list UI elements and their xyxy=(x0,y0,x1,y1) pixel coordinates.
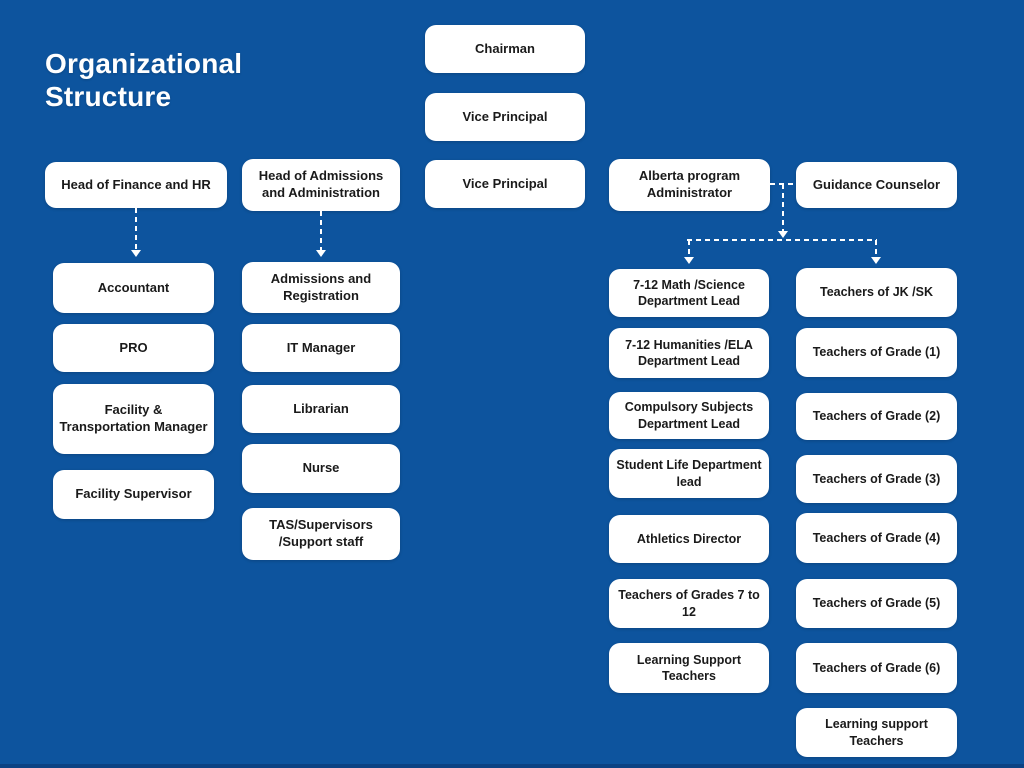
connector-admissions-vline xyxy=(320,211,322,250)
arrow-split-left-icon xyxy=(684,257,694,264)
bottom-edge-strip xyxy=(0,764,1024,768)
node-learning-support-teachers-elementary: Learning support Teachers xyxy=(796,708,957,757)
node-facility-supervisor: Facility Supervisor xyxy=(53,470,214,519)
node-learning-support-teachers-secondary: Learning Support Teachers xyxy=(609,643,769,693)
node-teachers-grade-1: Teachers of Grade (1) xyxy=(796,328,957,377)
node-pro: PRO xyxy=(53,324,214,372)
page-title-line2: Structure xyxy=(45,80,172,112)
arrow-admissions-icon xyxy=(316,250,326,257)
node-facility-transportation-manager: Facility & Transportation Manager xyxy=(53,384,214,454)
node-teachers-grade-3: Teachers of Grade (3) xyxy=(796,455,957,503)
node-math-science-department-lead: 7-12 Math /Science Department Lead xyxy=(609,269,769,317)
connector-split-hline xyxy=(687,239,877,241)
node-vice-principal-1: Vice Principal xyxy=(425,93,585,141)
connector-finance-vline xyxy=(135,208,137,250)
connector-split-right-vline xyxy=(875,240,877,257)
node-teachers-grade-4: Teachers of Grade (4) xyxy=(796,513,957,563)
node-guidance-counselor: Guidance Counselor xyxy=(796,162,957,208)
node-alberta-program-administrator: Alberta program Administrator xyxy=(609,159,770,211)
node-admissions-registration: Admissions and Registration xyxy=(242,262,400,313)
node-compulsory-subjects-department-lead: Compulsory Subjects Department Lead xyxy=(609,392,769,439)
node-accountant: Accountant xyxy=(53,263,214,313)
node-head-of-finance-hr: Head of Finance and HR xyxy=(45,162,227,208)
page-title-line1: Organizational xyxy=(45,48,243,79)
node-athletics-director: Athletics Director xyxy=(609,515,769,563)
node-head-of-admissions-administration: Head of Admissions and Administration xyxy=(242,159,400,211)
node-teachers-grades-7-12: Teachers of Grades 7 to 12 xyxy=(609,579,769,628)
node-nurse: Nurse xyxy=(242,444,400,493)
arrow-alberta-center-icon xyxy=(778,231,788,238)
node-tas-supervisors-support-staff: TAS/Supervisors /Support staff xyxy=(242,508,400,560)
node-student-life-department-lead: Student Life Department lead xyxy=(609,449,769,498)
connector-alberta-center-vline xyxy=(782,184,784,231)
node-chairman: Chairman xyxy=(425,25,585,73)
node-it-manager: IT Manager xyxy=(242,324,400,372)
node-teachers-grade-2: Teachers of Grade (2) xyxy=(796,393,957,440)
node-teachers-jk-sk: Teachers of JK /SK xyxy=(796,268,957,317)
node-teachers-grade-5: Teachers of Grade (5) xyxy=(796,579,957,628)
arrow-split-right-icon xyxy=(871,257,881,264)
page-title: Organizational Structure xyxy=(45,48,242,114)
node-vice-principal-2: Vice Principal xyxy=(425,160,585,208)
arrow-finance-icon xyxy=(131,250,141,257)
connector-split-left-vline xyxy=(688,240,690,257)
node-librarian: Librarian xyxy=(242,385,400,433)
node-teachers-grade-6: Teachers of Grade (6) xyxy=(796,643,957,693)
node-humanities-ela-department-lead: 7-12 Humanities /ELA Department Lead xyxy=(609,328,769,378)
